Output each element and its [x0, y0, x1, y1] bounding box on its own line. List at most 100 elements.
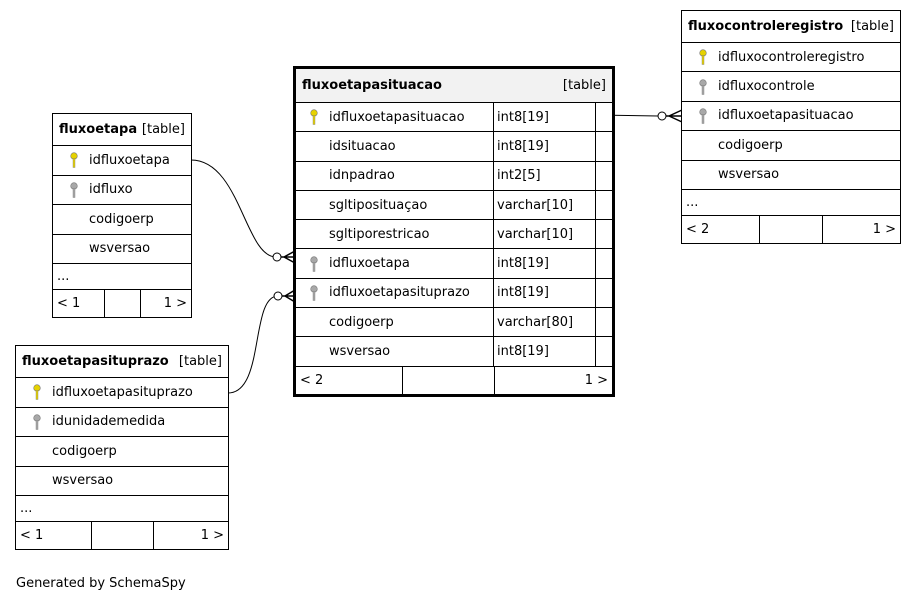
nav-left[interactable]: < 1	[16, 522, 92, 549]
column-name: idsituacao	[329, 138, 396, 154]
table-header[interactable]: fluxocontroleregistro [table]	[682, 11, 900, 43]
table-name: fluxoetapasituprazo	[22, 354, 169, 369]
table-header[interactable]: fluxoetapa [table]	[53, 114, 191, 146]
column-type: varchar[10]	[493, 190, 595, 220]
column-row[interactable]: codigoerp	[53, 205, 191, 235]
foreign-key-icon	[699, 108, 707, 124]
column-name: wsversao	[718, 167, 780, 183]
relationship-situprazo-to-situacao	[227, 295, 279, 394]
nav-left[interactable]: < 2	[296, 366, 403, 394]
nav-middle	[760, 215, 823, 243]
column-type: int8[19]	[493, 278, 595, 308]
foreign-key-icon	[33, 414, 41, 430]
column-row[interactable]: idfluxoetapasituprazo int8[19]	[296, 278, 612, 309]
key-slot	[26, 384, 48, 400]
foreign-key-icon	[310, 256, 318, 272]
nav-middle	[403, 366, 495, 394]
column-name: wsversao	[89, 241, 151, 257]
nav-middle	[92, 522, 154, 549]
table-kind: [table]	[562, 78, 606, 93]
nav-right[interactable]: 1 >	[872, 221, 896, 237]
column-name: codigoerp	[52, 443, 117, 459]
table-header[interactable]: fluxoetapasituprazo [table]	[16, 346, 228, 378]
column-name: codigoerp	[718, 137, 783, 153]
column-extra	[595, 132, 612, 161]
column-row[interactable]: idfluxocontroleregistro	[682, 43, 900, 73]
nav-left[interactable]: < 1	[53, 290, 105, 317]
key-slot	[26, 414, 48, 430]
key-slot	[692, 49, 714, 65]
column-row[interactable]: idfluxoetapasituacao	[682, 102, 900, 132]
nav-right[interactable]: 1 >	[163, 296, 187, 311]
column-name: idfluxoetapa	[329, 256, 410, 272]
foreign-key-icon	[310, 285, 318, 301]
column-row[interactable]: wsversao	[53, 235, 191, 264]
foreign-key-icon	[699, 78, 707, 95]
column-type: int8[19]	[493, 249, 595, 278]
column-row[interactable]: wsversao	[682, 161, 900, 190]
key-slot	[303, 109, 325, 125]
column-type: varchar[10]	[493, 220, 595, 249]
key-slot	[303, 285, 325, 301]
table-name: fluxocontroleregistro	[688, 19, 844, 34]
table-fluxoetapasituacao[interactable]: fluxoetapasituacao [table] idfluxoetapas…	[293, 66, 615, 397]
nav-middle	[105, 290, 141, 317]
column-name: idfluxocontrole	[718, 79, 815, 95]
column-name: codigoerp	[89, 211, 154, 227]
column-row[interactable]: idfluxoetapasituprazo	[16, 378, 228, 408]
column-row[interactable]: codigoerp	[16, 437, 228, 467]
column-row[interactable]: idfluxoetapa	[53, 146, 191, 176]
table-nav: < 2 1 >	[682, 215, 900, 243]
column-name: idfluxocontroleregistro	[718, 49, 865, 65]
table-ellipsis: ...	[53, 264, 191, 290]
table-fluxocontroleregistro[interactable]: fluxocontroleregistro [table] idfluxocon…	[681, 10, 901, 244]
column-extra	[595, 190, 612, 220]
column-name: idunidademedida	[52, 414, 166, 430]
column-name: idfluxoetapasituacao	[329, 109, 465, 125]
key-slot	[63, 182, 85, 198]
column-row[interactable]: idfluxo	[53, 176, 191, 205]
table-kind: [table]	[141, 122, 185, 137]
table-name: fluxoetapa	[59, 122, 138, 137]
zero-marker-situprazo	[273, 291, 283, 301]
column-type: int8[19]	[493, 337, 595, 366]
column-name: idfluxoetapasituprazo	[329, 285, 470, 301]
column-extra	[595, 249, 612, 278]
table-fluxoetapa[interactable]: fluxoetapa [table] idfluxoetapa idfluxo co…	[52, 113, 192, 318]
nav-right[interactable]: 1 >	[200, 528, 224, 543]
column-row[interactable]: wsversao	[16, 467, 228, 496]
primary-key-icon	[310, 109, 318, 125]
primary-key-icon	[70, 152, 78, 168]
primary-key-icon	[699, 49, 707, 65]
column-row[interactable]: idfluxoetapa int8[19]	[296, 249, 612, 279]
table-fluxoetapasituprazo[interactable]: fluxoetapasituprazo [table] idfluxoetapa…	[15, 345, 229, 550]
zero-marker-controleregistro	[657, 111, 667, 121]
column-row[interactable]: idunidademedida	[16, 408, 228, 437]
table-nav: < 1 1 >	[16, 522, 228, 549]
column-extra	[595, 337, 612, 366]
nav-left[interactable]: < 2	[682, 215, 760, 243]
table-name: fluxoetapasituacao	[302, 78, 442, 93]
column-name: codigoerp	[329, 314, 394, 330]
column-name: sgltiporestricao	[329, 226, 430, 242]
table-ellipsis: ...	[682, 190, 900, 216]
column-extra	[595, 161, 612, 190]
column-name: idnpadrao	[329, 168, 395, 184]
table-header[interactable]: fluxoetapasituacao [table]	[296, 69, 612, 103]
column-type: int8[19]	[493, 132, 595, 161]
column-row[interactable]: codigoerp	[682, 131, 900, 161]
zero-marker-fluxoetapa	[272, 252, 282, 262]
column-row[interactable]: idfluxocontrole	[682, 72, 900, 102]
key-slot	[692, 108, 714, 124]
nav-right[interactable]: 1 >	[584, 372, 608, 388]
foreign-key-icon	[70, 182, 78, 198]
column-row[interactable]: sgltiporestricao varchar[10]	[296, 220, 612, 250]
column-row[interactable]: idsituacao int8[19]	[296, 132, 612, 162]
column-name: idfluxo	[89, 182, 133, 198]
column-name: idfluxoetapa	[89, 152, 170, 168]
